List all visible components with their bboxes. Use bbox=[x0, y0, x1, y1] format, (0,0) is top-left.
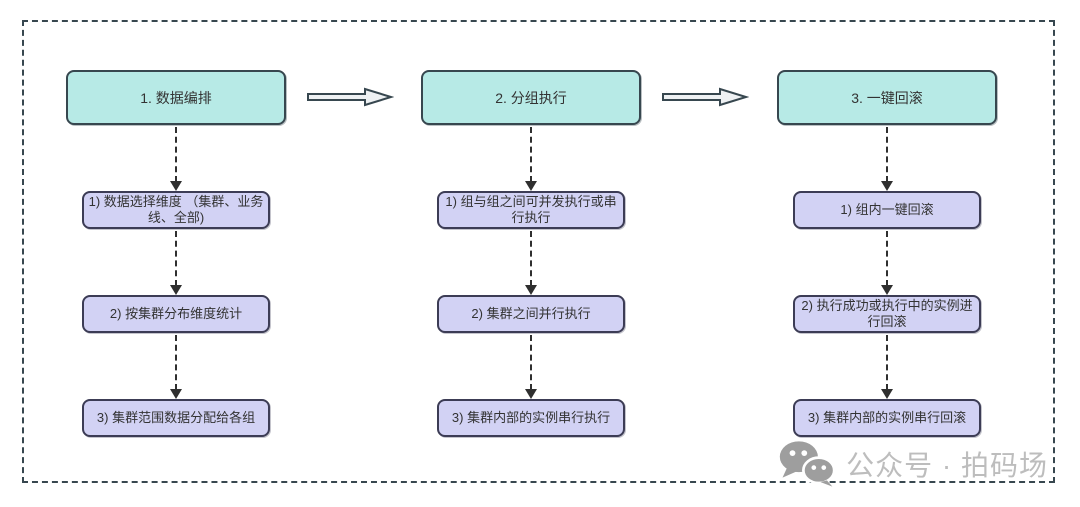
step-box: 2) 执行成功或执行中的实例进行回滚 bbox=[793, 295, 981, 333]
arrowhead-icon bbox=[881, 181, 893, 191]
arrowhead-icon bbox=[881, 389, 893, 399]
dashed-line bbox=[175, 231, 177, 286]
step-box: 3) 集群范围数据分配给各组 bbox=[82, 399, 270, 437]
step-box: 1) 组与组之间可并发执行或串行执行 bbox=[437, 191, 625, 229]
stage-column-group-execution: 2. 分组执行 1) 组与组之间可并发执行或串行执行 2) 集群之间并行执行 3… bbox=[421, 70, 641, 437]
dashed-arrow-connector bbox=[66, 229, 286, 295]
block-arrow-right-icon bbox=[662, 87, 749, 107]
diagram-dashed-border bbox=[22, 20, 1055, 483]
dashed-arrow-connector bbox=[421, 333, 641, 399]
dashed-line bbox=[886, 231, 888, 286]
arrowhead-icon bbox=[170, 181, 182, 191]
dashed-line bbox=[175, 335, 177, 390]
step-box: 2) 集群之间并行执行 bbox=[437, 295, 625, 333]
dashed-line bbox=[530, 127, 532, 182]
stage-header-1: 1. 数据编排 bbox=[66, 70, 286, 125]
step-box: 3) 集群内部的实例串行执行 bbox=[437, 399, 625, 437]
stage-header-2: 2. 分组执行 bbox=[421, 70, 641, 125]
dashed-line bbox=[886, 127, 888, 182]
dashed-arrow-connector bbox=[66, 125, 286, 191]
step-box: 2) 按集群分布维度统计 bbox=[82, 295, 270, 333]
dashed-arrow-connector bbox=[777, 125, 997, 191]
dashed-line bbox=[530, 335, 532, 390]
step-box: 1) 数据选择维度 （集群、业务线、全部) bbox=[82, 191, 270, 229]
dashed-line bbox=[175, 127, 177, 182]
dashed-arrow-connector bbox=[777, 333, 997, 399]
watermark: 公众号 · 拍码场 bbox=[778, 440, 1048, 488]
step-box: 3) 集群内部的实例串行回滚 bbox=[793, 399, 981, 437]
stage-header-3: 3. 一键回滚 bbox=[777, 70, 997, 125]
wechat-icon bbox=[779, 441, 836, 487]
arrowhead-icon bbox=[881, 285, 893, 295]
stage-column-one-click-rollback: 3. 一键回滚 1) 组内一键回滚 2) 执行成功或执行中的实例进行回滚 3) … bbox=[777, 70, 997, 437]
dashed-arrow-connector bbox=[421, 229, 641, 295]
arrowhead-icon bbox=[525, 389, 537, 399]
block-arrow-right-icon bbox=[307, 87, 394, 107]
dashed-arrow-connector bbox=[777, 229, 997, 295]
arrowhead-icon bbox=[170, 389, 182, 399]
arrowhead-icon bbox=[525, 285, 537, 295]
dashed-arrow-connector bbox=[66, 333, 286, 399]
dashed-line bbox=[530, 231, 532, 286]
dashed-line bbox=[886, 335, 888, 390]
arrowhead-icon bbox=[525, 181, 537, 191]
step-box: 1) 组内一键回滚 bbox=[793, 191, 981, 229]
arrowhead-icon bbox=[170, 285, 182, 295]
watermark-text: 公众号 · 拍码场 bbox=[846, 450, 1048, 481]
dashed-arrow-connector bbox=[421, 125, 641, 191]
stage-column-data-orchestration: 1. 数据编排 1) 数据选择维度 （集群、业务线、全部) 2) 按集群分布维度… bbox=[66, 70, 286, 437]
